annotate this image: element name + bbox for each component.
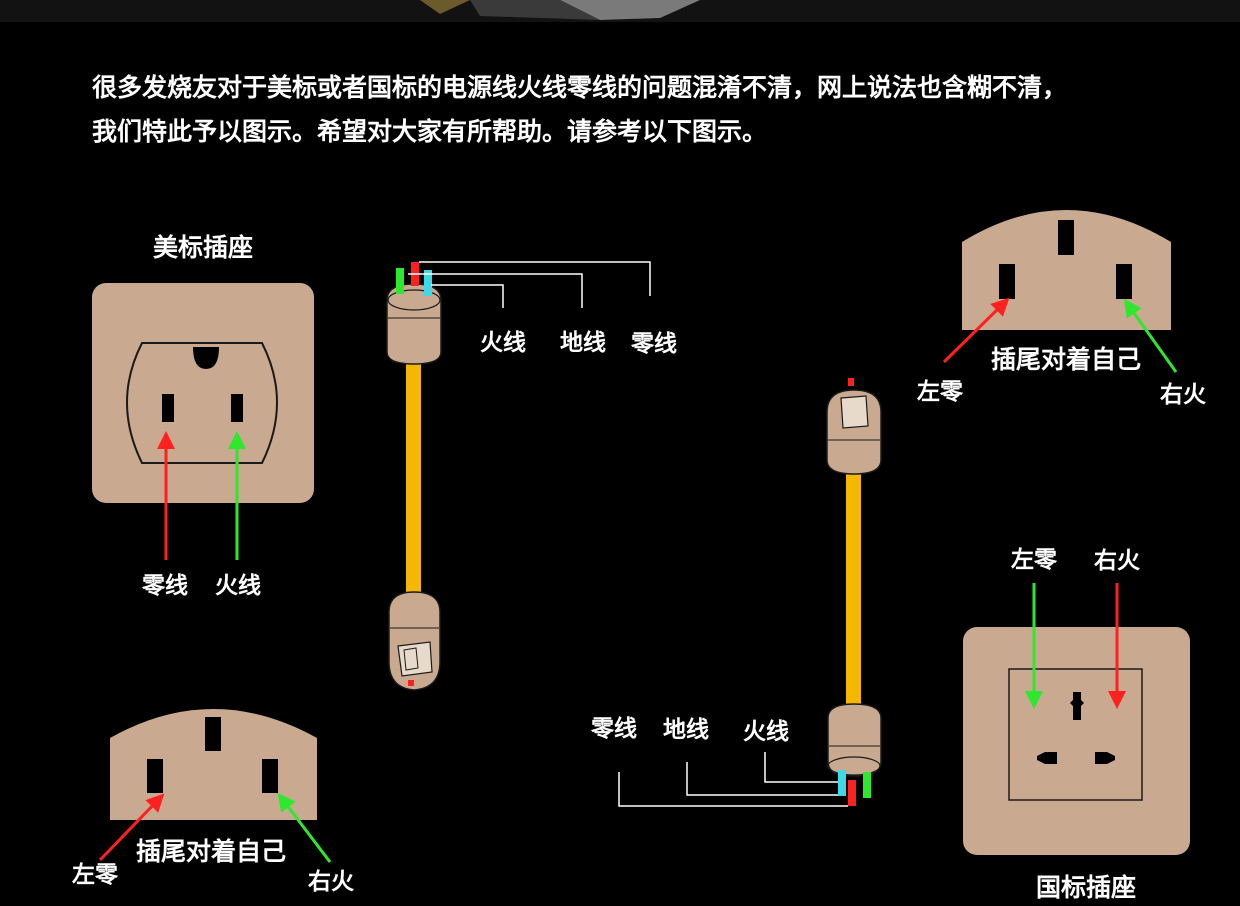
bottom-ground-pin [863, 772, 871, 798]
us-neutral-label: 零线 [141, 572, 188, 599]
top-ground-pin [396, 268, 404, 294]
cn-right-label: 右火 [1094, 547, 1140, 574]
tr-caption: 插尾对着自己 [991, 345, 1141, 374]
bl-left-label: 左零 [72, 862, 119, 888]
top-photo-strip [0, 0, 1240, 22]
bottom-neutral-pin [838, 770, 846, 796]
right-cable-neutral-label: 零线 [590, 715, 637, 742]
intro-text: 很多发烧友对于美标或者国标的电源线火线零线的问题混淆不清，网上说法也含糊不清， … [92, 66, 1212, 154]
tr-left-label: 左零 [917, 379, 964, 405]
bl-right-label: 右火 [308, 868, 354, 895]
tr-right-label: 右火 [1160, 381, 1206, 408]
left-cable [387, 262, 650, 690]
bottom-live-pin [848, 780, 856, 806]
intro-line-1: 很多发烧友对于美标或者国标的电源线火线零线的问题混淆不清，网上说法也含糊不清， [92, 66, 1212, 110]
live-slot [231, 394, 243, 422]
cn-outlet [963, 583, 1190, 855]
right-cable-ground-label: 地线 [663, 716, 709, 743]
us-live-label: 火线 [215, 572, 261, 599]
left-cable-neutral-label: 零线 [630, 330, 677, 357]
us-outlet-title: 美标插座 [153, 233, 253, 262]
right-cable-live-label: 火线 [743, 718, 789, 745]
bl-caption: 插尾对着自己 [136, 837, 286, 866]
left-cable-live-label: 火线 [480, 329, 526, 356]
left-cable-ground-label: 地线 [560, 329, 606, 356]
us-outlet [92, 283, 314, 560]
cn-left-label: 左零 [1011, 547, 1058, 573]
intro-line-2: 我们特此予以图示。希望对大家有所帮助。请参考以下图示。 [92, 110, 1212, 154]
cn-outlet-title: 国标插座 [1036, 873, 1136, 902]
neutral-slot [162, 394, 174, 422]
